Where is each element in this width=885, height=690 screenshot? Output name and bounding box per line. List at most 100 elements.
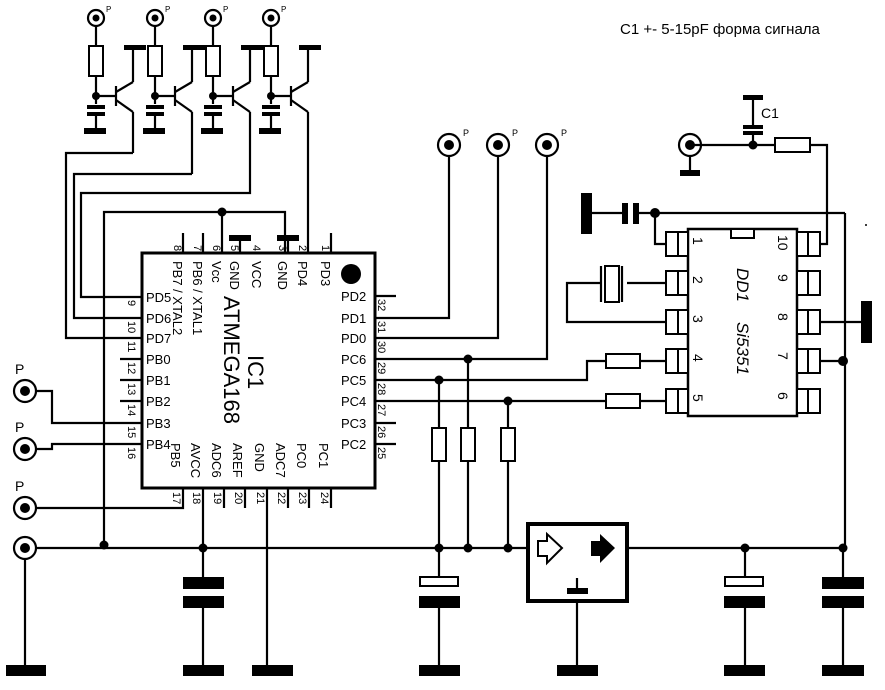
capacitor-icon — [622, 203, 628, 224]
pin-number: 25 — [375, 447, 387, 459]
pin-name: PB6 / XTAL1 — [190, 261, 205, 335]
svg-text:P: P — [106, 5, 111, 14]
pin-number: 21 — [254, 492, 266, 504]
si5351-part-label: Si5351 — [733, 322, 752, 375]
pin-number: 18 — [190, 492, 202, 504]
pin-name: ADC7 — [273, 443, 288, 478]
pin-number: 22 — [275, 492, 287, 504]
pin-name: AVCC — [188, 443, 203, 478]
ground-icon — [143, 128, 165, 134]
mcu-ref-label: IC1 — [243, 355, 268, 389]
ground-icon — [277, 235, 299, 241]
pin-number: 1 — [319, 245, 331, 251]
ground-icon — [183, 665, 224, 676]
capacitor-icon — [183, 577, 224, 589]
svg-text:P: P — [223, 5, 228, 14]
pin-number: 16 — [125, 447, 137, 459]
pin-number: 14 — [125, 404, 137, 416]
pin-number: 7 — [775, 352, 791, 360]
pin-number: 1 — [690, 237, 706, 245]
pin-name: PC1 — [316, 443, 331, 468]
resistor-icon — [605, 353, 641, 369]
pin-number: 10 — [775, 235, 791, 251]
pin-number: 27 — [375, 404, 387, 416]
pin-number: 10 — [125, 321, 137, 333]
ground-icon — [822, 665, 864, 676]
pin-number: 6 — [775, 392, 791, 400]
transistor-stage-3: P — [201, 5, 263, 134]
transistor-stage-4: P — [259, 5, 321, 253]
capacitor-icon — [146, 105, 164, 109]
pin-name: PB2 — [146, 394, 171, 409]
pin-number: 15 — [125, 426, 137, 438]
mcu-body — [140, 251, 377, 490]
capacitor-icon — [822, 577, 864, 589]
resistor-icon — [431, 427, 447, 462]
ground-icon — [743, 95, 763, 100]
resistor-icon — [605, 393, 641, 409]
pin-number: 12 — [125, 362, 137, 374]
mcu-part-label: ATMEGA168 — [219, 296, 244, 424]
pin-number: 24 — [318, 492, 330, 504]
c1-label: C1 — [761, 105, 779, 121]
pin-number: 2 — [296, 245, 308, 251]
note-text: C1 +- 5-15pF форма сигнала — [620, 21, 821, 38]
pin-number: 13 — [125, 383, 137, 395]
connector-pc6: P — [375, 128, 567, 361]
svg-text:P: P — [512, 128, 518, 138]
pin-number: 7 — [191, 245, 203, 251]
pin-number: 17 — [170, 492, 182, 504]
pin-number: 28 — [375, 383, 387, 395]
pin1-marker-icon — [341, 264, 361, 284]
pin-name: ADC6 — [209, 443, 224, 478]
pin-number: 19 — [211, 492, 223, 504]
svg-text:P: P — [561, 128, 567, 138]
resistor-icon — [500, 427, 516, 462]
pin-name: PB7 / XTAL2 — [170, 261, 185, 335]
pin-name: PD3 — [318, 261, 333, 286]
connector-label: P — [15, 419, 24, 435]
pin-number: 8 — [775, 313, 791, 321]
pin-name: PB1 — [146, 373, 171, 388]
svg-text:P: P — [281, 5, 286, 14]
pin-name: PC5 — [341, 373, 366, 388]
pin-number: 8 — [171, 245, 183, 251]
resistor-icon — [147, 45, 163, 77]
crystal-icon — [604, 265, 620, 303]
pin-number: 5 — [690, 394, 706, 402]
pin-number: 29 — [375, 362, 387, 374]
connector-label: P — [15, 361, 24, 377]
si5351-ref-label: DD1 — [733, 268, 752, 302]
pin-name: Vcc — [209, 261, 224, 283]
pin-name: GND — [252, 443, 267, 472]
wire-pd5 — [79, 112, 252, 299]
pin-name: GND — [275, 261, 290, 290]
pin-number: 6 — [210, 245, 222, 251]
wire-vcc — [102, 210, 287, 545]
electrolytic-capacitor-icon — [419, 576, 459, 587]
ground-icon — [84, 128, 106, 134]
connector-pd1: P — [375, 128, 469, 320]
capacitor-icon — [262, 105, 280, 109]
connector-label: P — [15, 478, 24, 494]
svg-text:P: P — [165, 5, 170, 14]
input-arrow-icon — [537, 531, 564, 566]
transistor-stage-1: P — [84, 5, 146, 153]
ground-icon — [201, 128, 223, 134]
svg-text:P: P — [463, 128, 469, 138]
pin-number: 2 — [690, 276, 706, 284]
pin-name: PB0 — [146, 352, 171, 367]
pin-number: 30 — [375, 341, 387, 353]
pin-number: 3 — [690, 315, 706, 323]
pin-name: PD6 — [146, 311, 171, 326]
transistor-stage-2: P — [143, 5, 205, 174]
pin-name: PD0 — [341, 331, 366, 346]
pin-name: PC0 — [294, 443, 309, 468]
mcu-bottom-pins: PB517AVCC18ADC619AREF20GND21ADC722PC023P… — [168, 443, 331, 504]
pin-name: PD1 — [341, 311, 366, 326]
ground-symbol-icon — [567, 588, 588, 594]
pin-name: PC6 — [341, 352, 366, 367]
